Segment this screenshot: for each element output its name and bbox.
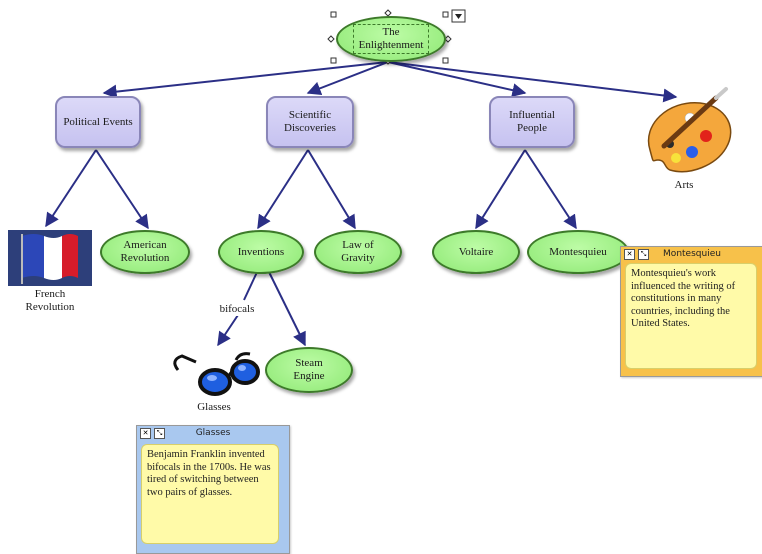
node-scientific-discoveries[interactable]: Scientific Discoveries — [266, 96, 354, 148]
resize-icon[interactable]: ⤡ — [154, 427, 165, 439]
node-menu-button[interactable] — [451, 9, 466, 23]
note-glasses-body[interactable]: Benjamin Franklin invented bifocals in t… — [141, 444, 279, 544]
palette-icon — [647, 87, 732, 173]
node-montesquieu[interactable]: Montesquieu — [527, 230, 629, 274]
link-inventions-steam[interactable] — [267, 269, 306, 347]
close-icon[interactable]: ✕ — [624, 248, 635, 260]
link-enlightenment-influential[interactable] — [387, 61, 527, 98]
node-american-revolution-label: American Revolution — [120, 239, 170, 264]
note-montesquieu[interactable]: ✕ ⤡ Montesquieu Montesquieu's work influ… — [620, 246, 762, 377]
note-glasses[interactable]: ✕ ⤡ Glasses Benjamin Franklin invented b… — [136, 425, 290, 554]
node-law-of-gravity-label: Law of Gravity — [341, 239, 375, 264]
resize-icon[interactable]: ⤡ — [638, 248, 649, 260]
node-arts-label[interactable]: Arts — [674, 179, 694, 191]
node-political-events[interactable]: Political Events — [55, 96, 141, 148]
node-the-enlightenment-label: The Enlightenment — [353, 24, 429, 54]
node-american-revolution[interactable]: American Revolution — [100, 230, 190, 274]
selection-handles[interactable] — [327, 9, 452, 65]
node-voltaire-label: Voltaire — [458, 245, 494, 258]
dropdown-arrow-icon — [455, 14, 462, 19]
link-influential-montesquieu[interactable] — [524, 149, 577, 230]
link-political-french[interactable] — [45, 149, 97, 228]
note-montesquieu-body[interactable]: Montesquieu's work influenced the writin… — [625, 263, 757, 369]
glasses-image — [173, 352, 260, 396]
node-law-of-gravity[interactable]: Law of Gravity — [314, 230, 402, 274]
link-enlightenment-scientific[interactable] — [306, 61, 389, 95]
link-inventions-bifocals-stub — [243, 269, 259, 301]
link-label-bifocals[interactable]: bifocals — [212, 303, 262, 316]
note-montesquieu-titlebar[interactable]: ✕ ⤡ Montesquieu — [621, 247, 762, 261]
link-inventions-glasses[interactable] — [217, 314, 239, 347]
node-inventions[interactable]: Inventions — [218, 230, 304, 274]
node-steam-engine[interactable]: Steam Engine — [265, 347, 353, 393]
node-steam-engine-label: Steam Engine — [293, 357, 325, 382]
node-political-events-label: Political Events — [63, 115, 133, 128]
french-flag-image — [8, 230, 92, 286]
node-voltaire[interactable]: Voltaire — [432, 230, 520, 274]
close-icon[interactable]: ✕ — [140, 427, 151, 439]
node-the-enlightenment[interactable]: The Enlightenment — [336, 16, 446, 62]
node-glasses-label[interactable]: Glasses — [197, 401, 231, 413]
link-enlightenment-political[interactable] — [102, 61, 389, 99]
link-scientific-inventions[interactable] — [257, 149, 309, 230]
link-political-american[interactable] — [95, 149, 149, 230]
node-inventions-label: Inventions — [237, 245, 285, 258]
link-influential-voltaire[interactable] — [475, 149, 526, 230]
node-scientific-discoveries-label: Scientific Discoveries — [284, 109, 336, 134]
node-french-revolution-label[interactable]: French Revolution — [25, 288, 75, 313]
node-montesquieu-label: Montesquieu — [549, 245, 607, 258]
note-glasses-titlebar[interactable]: ✕ ⤡ Glasses — [137, 426, 289, 440]
link-scientific-gravity[interactable] — [307, 149, 356, 230]
note-glasses-title: Glasses — [195, 428, 231, 438]
node-influential-people-label: Influential People — [509, 109, 555, 134]
node-influential-people[interactable]: Influential People — [489, 96, 575, 148]
link-enlightenment-arts[interactable] — [387, 61, 678, 103]
note-montesquieu-title: Montesquieu — [663, 249, 721, 259]
